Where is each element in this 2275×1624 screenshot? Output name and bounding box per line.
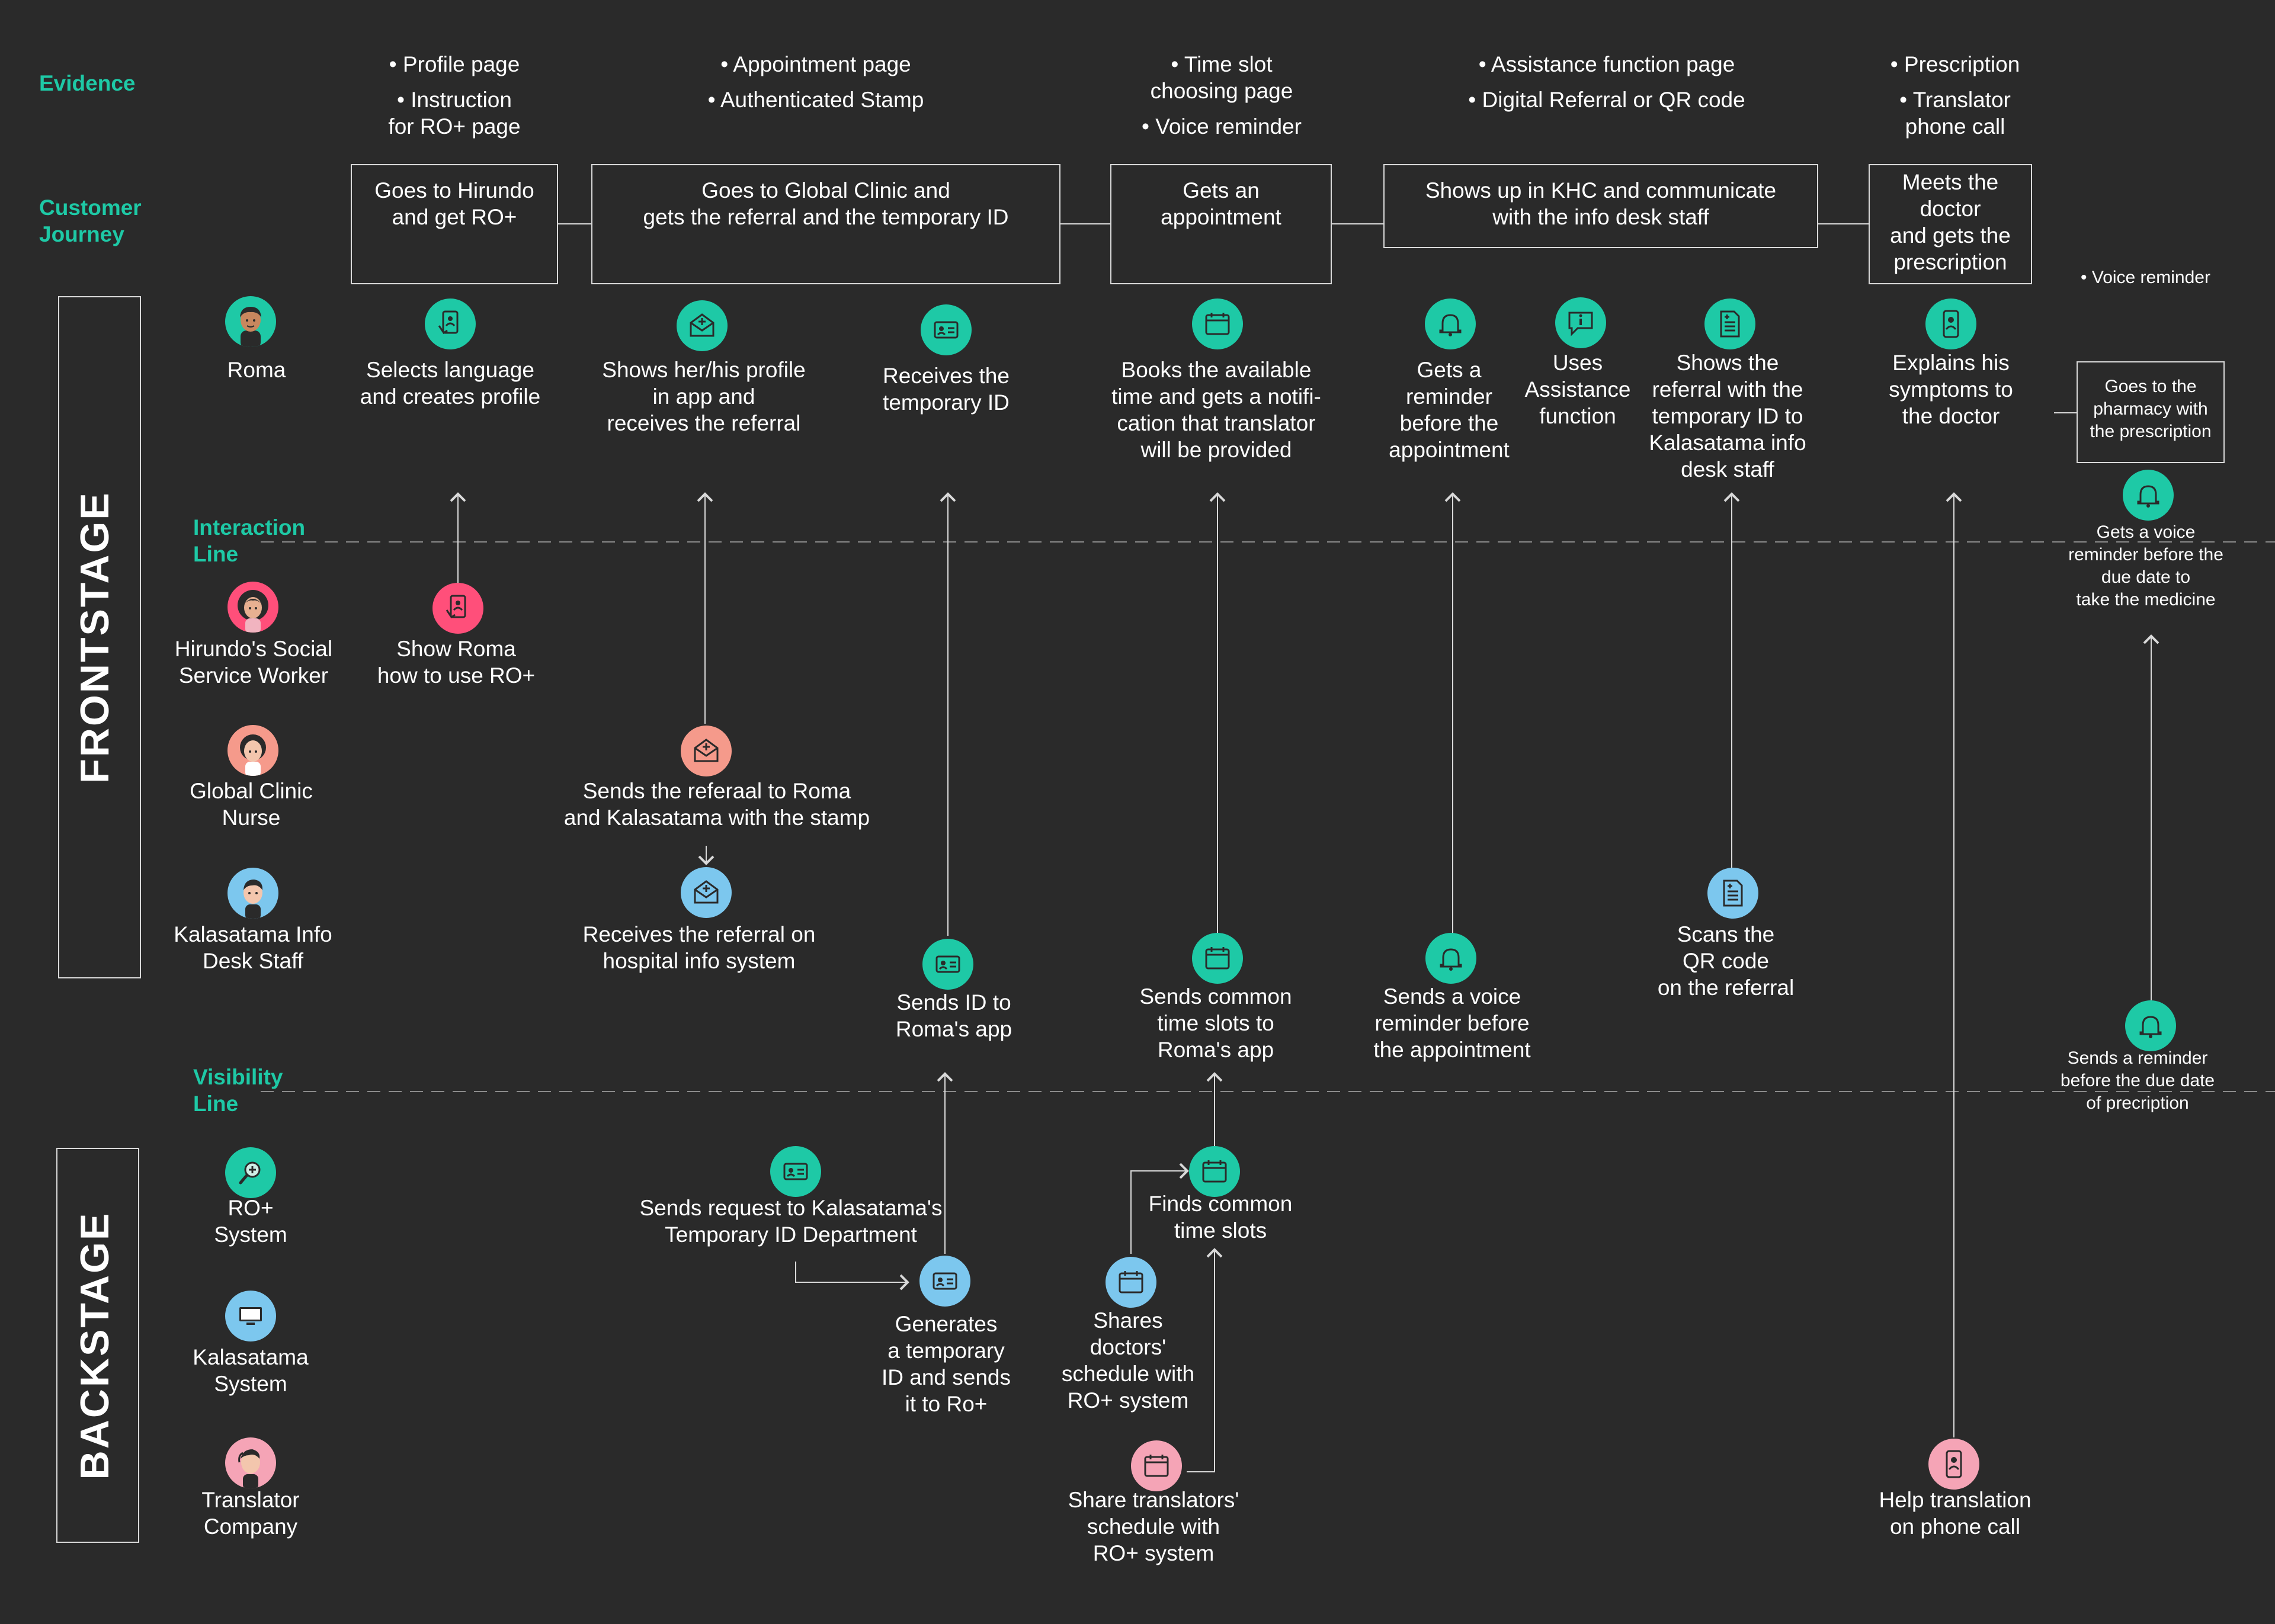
evidence-1: • Profile page • Instruction for RO+ pag…: [388, 52, 521, 139]
avatar-translator: [225, 1437, 276, 1488]
avatar-info-desk: [228, 868, 278, 919]
bell-icon-send: [1425, 933, 1476, 984]
phone-icon-translation: [1928, 1439, 1979, 1490]
actor-roma: Roma: [227, 358, 286, 382]
calendar-icon-slots: [1192, 933, 1243, 984]
referral-document-icon: [1704, 299, 1755, 349]
id-card-icon: [921, 304, 972, 355]
mail-icon-info-desk: [681, 867, 732, 918]
evidence-5: • Prescription • Translator phone call: [1890, 52, 2020, 139]
frontstage-label: FRONTSTAGE: [72, 491, 117, 784]
calendar-icon-translators: [1131, 1440, 1182, 1491]
evidence-3: • Time slot choosing page • Voice remind…: [1141, 52, 1302, 139]
avatar-ro-system: [225, 1147, 276, 1198]
frontstage-box: [58, 296, 141, 978]
row-label-visibility-line: Visibility Line: [193, 1065, 283, 1116]
id-card-icon-generate: [919, 1256, 970, 1307]
row-label-evidence: Evidence: [39, 71, 136, 95]
id-card-icon-send: [922, 939, 973, 990]
profile-icon-social-worker: [432, 583, 483, 634]
backstage-label: BACKSTAGE: [72, 1211, 117, 1480]
calendar-icon-find: [1189, 1146, 1240, 1197]
profile-icon: [425, 299, 476, 349]
row-label-interaction-line: Interaction Line: [193, 515, 306, 566]
calendar-icon: [1192, 299, 1243, 349]
avatar-nurse: [228, 725, 278, 776]
mail-icon: [677, 300, 728, 351]
actor-ro-system: RO+System: [214, 1196, 287, 1247]
avatar-social-worker: [228, 582, 278, 633]
calendar-icon-doctors: [1106, 1257, 1156, 1308]
voice-reminder-note: • Voice reminder: [2081, 268, 2210, 287]
row-label-customer-journey: Customer Journey: [39, 195, 142, 246]
info-chat-icon: [1555, 297, 1606, 348]
bell-icon-due: [2125, 1000, 2176, 1051]
evidence-4: • Assistance function page • Digital Ref…: [1468, 52, 1745, 112]
id-card-icon-request: [770, 1146, 821, 1197]
phone-doctor-icon: [1925, 299, 1976, 349]
backstage-box: [56, 1148, 139, 1543]
evidence-2: • Appointment page • Authenticated Stamp: [707, 52, 924, 112]
bell-icon-medicine: [2123, 470, 2174, 521]
avatar-kalasatama-system: [225, 1291, 276, 1341]
avatar-roma: [225, 296, 276, 347]
bell-icon: [1425, 299, 1476, 349]
qr-document-icon: [1707, 868, 1758, 919]
mail-icon-nurse: [681, 726, 732, 776]
